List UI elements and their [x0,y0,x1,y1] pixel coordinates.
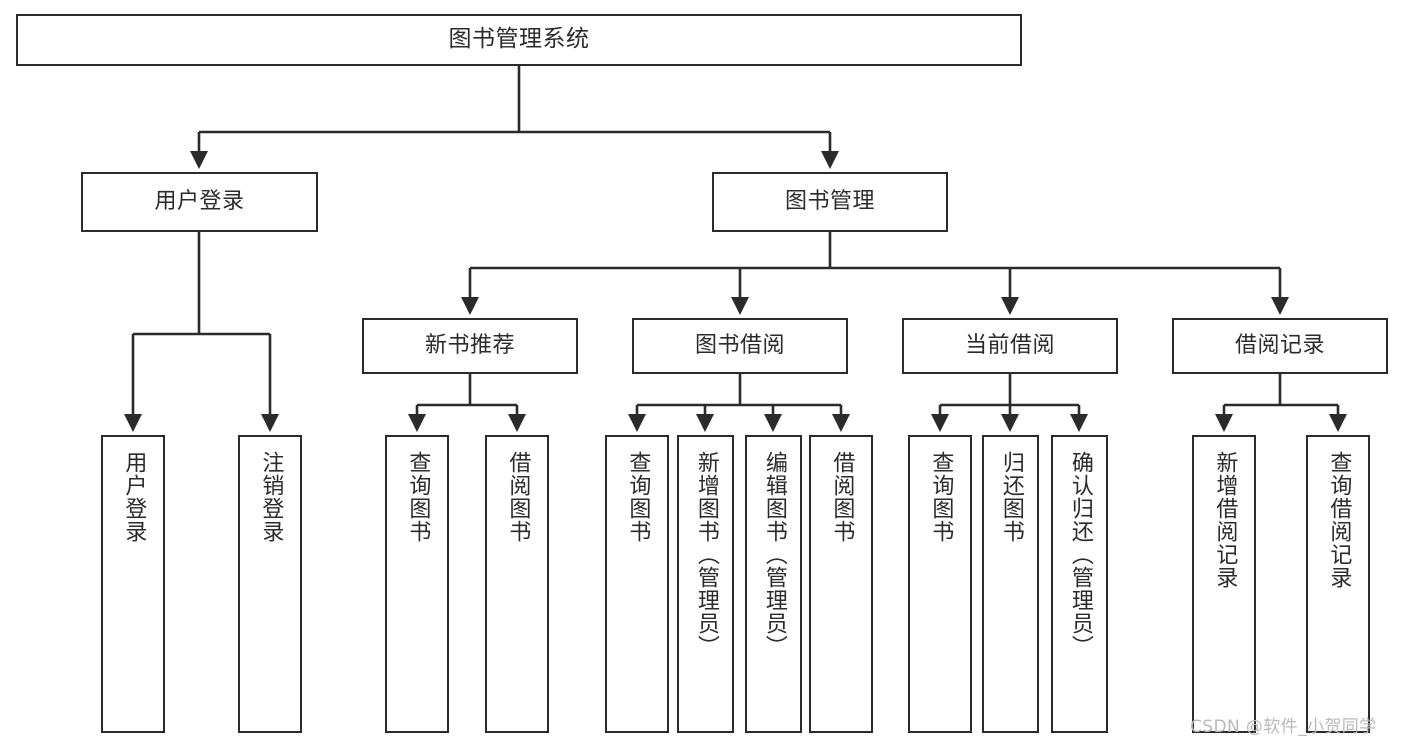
node-leaf-confirm-return[interactable]: 确认归还（管理员） [1051,435,1108,733]
node-leaf-query-book-2-label: 查询图书 [625,451,651,543]
node-leaf-query-record-label: 查询借阅记录 [1326,451,1352,589]
node-leaf-user-login-label: 用户登录 [121,451,147,543]
node-leaf-borrow-book-2-label: 借阅图书 [829,451,855,543]
node-user-login-label: 用户登录 [154,189,245,215]
node-leaf-edit-book-label: 编辑图书（管理员） [761,451,787,658]
node-book-borrow-label: 图书借阅 [694,333,785,359]
node-leaf-query-record[interactable]: 查询借阅记录 [1306,435,1370,733]
node-root-label: 图书管理系统 [448,26,590,53]
node-borrow-record-label: 借阅记录 [1234,333,1325,359]
node-leaf-logout-login[interactable]: 注销登录 [238,435,302,733]
node-borrow-record[interactable]: 借阅记录 [1172,318,1388,374]
node-user-login[interactable]: 用户登录 [81,172,318,232]
node-leaf-add-record[interactable]: 新增借阅记录 [1192,435,1256,733]
node-leaf-query-book-3-label: 查询图书 [928,451,954,543]
node-leaf-borrow-book-1-label: 借阅图书 [505,451,531,543]
node-leaf-query-book-1[interactable]: 查询图书 [385,435,449,733]
node-book-borrow[interactable]: 图书借阅 [632,318,848,374]
node-current-borrow[interactable]: 当前借阅 [902,318,1118,374]
node-root[interactable]: 图书管理系统 [16,14,1022,66]
node-leaf-borrow-book-1[interactable]: 借阅图书 [485,435,549,733]
node-leaf-query-book-3[interactable]: 查询图书 [908,435,972,733]
node-leaf-add-book[interactable]: 新增图书（管理员） [677,435,734,733]
node-current-borrow-label: 当前借阅 [964,333,1055,359]
node-leaf-logout-login-label: 注销登录 [258,451,284,543]
node-leaf-query-book-2[interactable]: 查询图书 [605,435,669,733]
node-leaf-confirm-return-label: 确认归还（管理员） [1067,451,1093,658]
node-leaf-user-login[interactable]: 用户登录 [101,435,165,733]
node-book-management-label: 图书管理 [784,189,875,215]
node-leaf-borrow-book-2[interactable]: 借阅图书 [809,435,873,733]
node-leaf-add-book-label: 新增图书（管理员） [693,451,719,658]
csdn-watermark: CSDN @软件_小贺同学 [1190,717,1377,737]
node-leaf-edit-book[interactable]: 编辑图书（管理员） [745,435,802,733]
node-new-book-recommend[interactable]: 新书推荐 [362,318,578,374]
node-leaf-return-book[interactable]: 归还图书 [982,435,1039,733]
node-leaf-add-record-label: 新增借阅记录 [1212,451,1238,589]
node-book-management[interactable]: 图书管理 [712,172,948,232]
node-new-book-recommend-label: 新书推荐 [424,333,515,359]
node-leaf-return-book-label: 归还图书 [998,451,1024,543]
node-leaf-query-book-1-label: 查询图书 [405,451,431,543]
